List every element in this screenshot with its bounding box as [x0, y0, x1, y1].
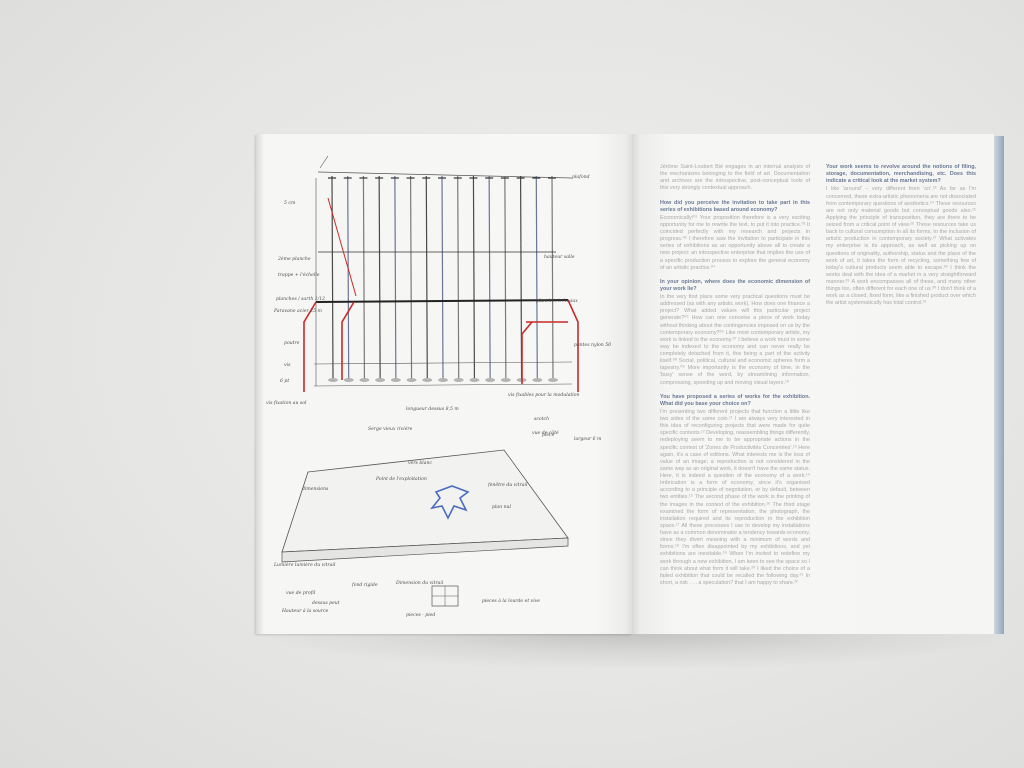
rod-base — [548, 378, 558, 382]
rod-base — [485, 378, 496, 382]
rod — [331, 175, 334, 379]
sketch-annotation: dessus peut — [312, 600, 340, 606]
interview-question: In your opinion, where does the economic… — [660, 278, 810, 292]
rod-base — [438, 378, 448, 382]
sketch-annotation: fond rigide — [351, 582, 378, 588]
interview-question: You have proposed a series of works for … — [660, 393, 810, 407]
sketch-annotation: pantes nylon 50 — [574, 342, 611, 348]
sketch-annotation: 2ème planche — [277, 255, 311, 262]
interview-paragraph: I'm presenting two different projects th… — [660, 408, 810, 586]
sketch-annotation: poutre — [284, 340, 300, 346]
rod-base — [375, 378, 386, 382]
rod — [425, 175, 428, 379]
sketch-annotation: pieces - pied — [406, 612, 435, 618]
installation-sketch: plafond 5 cm 2ème planche trappe + l'échell… — [266, 155, 611, 618]
rod — [394, 175, 397, 379]
rod — [441, 175, 444, 379]
sketch-annotation: largeur 6 m — [574, 436, 602, 442]
rod — [488, 175, 491, 379]
main-bar — [315, 299, 569, 303]
interview-paragraph: Economically!⁰¹ Your proposition therefo… — [660, 214, 810, 271]
sketch-annotation: scotch — [534, 416, 549, 422]
sketch-annotation: Paravane acier 25 m — [273, 308, 322, 314]
blue-plane — [430, 485, 470, 520]
ceiling-line — [317, 171, 573, 179]
interview-paragraph: In the very first place some very practi… — [660, 294, 810, 386]
floor-line — [313, 361, 573, 365]
sketch-annotation: trappe + l'échelle — [278, 271, 320, 278]
book-edge — [994, 136, 1004, 634]
sketch-annotation: vue de profil — [286, 590, 316, 596]
sketch-annotation: 6 pt — [280, 378, 289, 384]
sketch-annotation: vue de côté — [532, 429, 559, 436]
rod-base — [328, 378, 338, 382]
rod — [378, 175, 381, 379]
rod-base — [532, 378, 543, 382]
article-text: Jérôme Saint-Loubert Bié engages in an i… — [660, 164, 976, 604]
red-diagonal — [327, 197, 357, 297]
interview-paragraph: Jérôme Saint-Loubert Bié engages in an i… — [660, 164, 810, 192]
interview-paragraph: I like 'around' – very different from 'o… — [826, 186, 976, 307]
sketch-annotation: pièce — [542, 431, 555, 438]
sketch-annotation: vis fixation au sol — [266, 400, 307, 406]
rod-base — [359, 378, 370, 382]
rod — [362, 175, 366, 379]
right-red-support-2 — [521, 321, 533, 384]
rod-base — [390, 378, 401, 382]
rod — [409, 175, 413, 379]
sketch-annotation: vers blanc — [408, 460, 432, 466]
book-shadow — [262, 628, 1002, 668]
sketch-annotation: dimensions — [302, 486, 329, 492]
sketch-annotation: Hauteur à la source — [281, 607, 329, 614]
ceiling-mark — [319, 155, 329, 169]
rod-base — [469, 378, 480, 382]
sketch-annotation: Point de l'exploitation — [375, 476, 427, 482]
rod — [535, 175, 538, 379]
rod-base — [500, 378, 511, 382]
rod-base — [406, 378, 417, 382]
sketch-annotation: Dimension du vitrail — [395, 580, 444, 586]
rod-base — [453, 378, 464, 382]
rod — [551, 175, 554, 379]
sketch-annotation: 5 cm — [284, 200, 296, 206]
sketch-annotation: plafond — [572, 174, 590, 180]
rod — [472, 175, 476, 379]
sketch-annotation: plan nul — [492, 504, 511, 510]
sketch-annotation: hauteur salle — [544, 254, 575, 260]
sketch-annotation: longueur dessus 8,5 m — [406, 406, 459, 412]
sketch-annotation: Lumière lumière du vitrail — [273, 561, 336, 568]
rod — [457, 175, 460, 379]
sketch-annotation: vis fixables pour la modulation — [508, 392, 580, 398]
right-red-support — [567, 299, 579, 392]
left-red-support — [303, 301, 317, 392]
sketch-annotation: pieces à la lourde et vive — [482, 597, 540, 604]
rod-base — [422, 378, 433, 382]
right-page: Jérôme Saint-Loubert Bié engages in an i… — [632, 134, 994, 634]
rod — [504, 175, 507, 379]
sketch-annotation: planches / sarth 1/12 — [276, 296, 325, 302]
open-book: plafond 5 cm 2ème planche trappe + l'échell… — [256, 134, 1004, 636]
sketch-annotation: planches tréteaux — [536, 297, 578, 304]
rod-base — [343, 378, 354, 382]
left-page: plafond 5 cm 2ème planche trappe + l'échell… — [256, 134, 632, 634]
sketch-annotation: Serge vieux rivière — [368, 425, 413, 432]
sketch-annotation: vis — [284, 362, 291, 368]
floor-line-2 — [313, 383, 573, 387]
left-red-support-2 — [341, 301, 355, 380]
interview-question: Your work seems to revolve around the no… — [826, 164, 976, 185]
rod — [347, 175, 350, 379]
plinth-side — [281, 537, 569, 563]
sketch-annotation: fenêtre du vitrail — [487, 481, 528, 488]
interview-question: How did you perceive the invitation to t… — [660, 199, 810, 213]
